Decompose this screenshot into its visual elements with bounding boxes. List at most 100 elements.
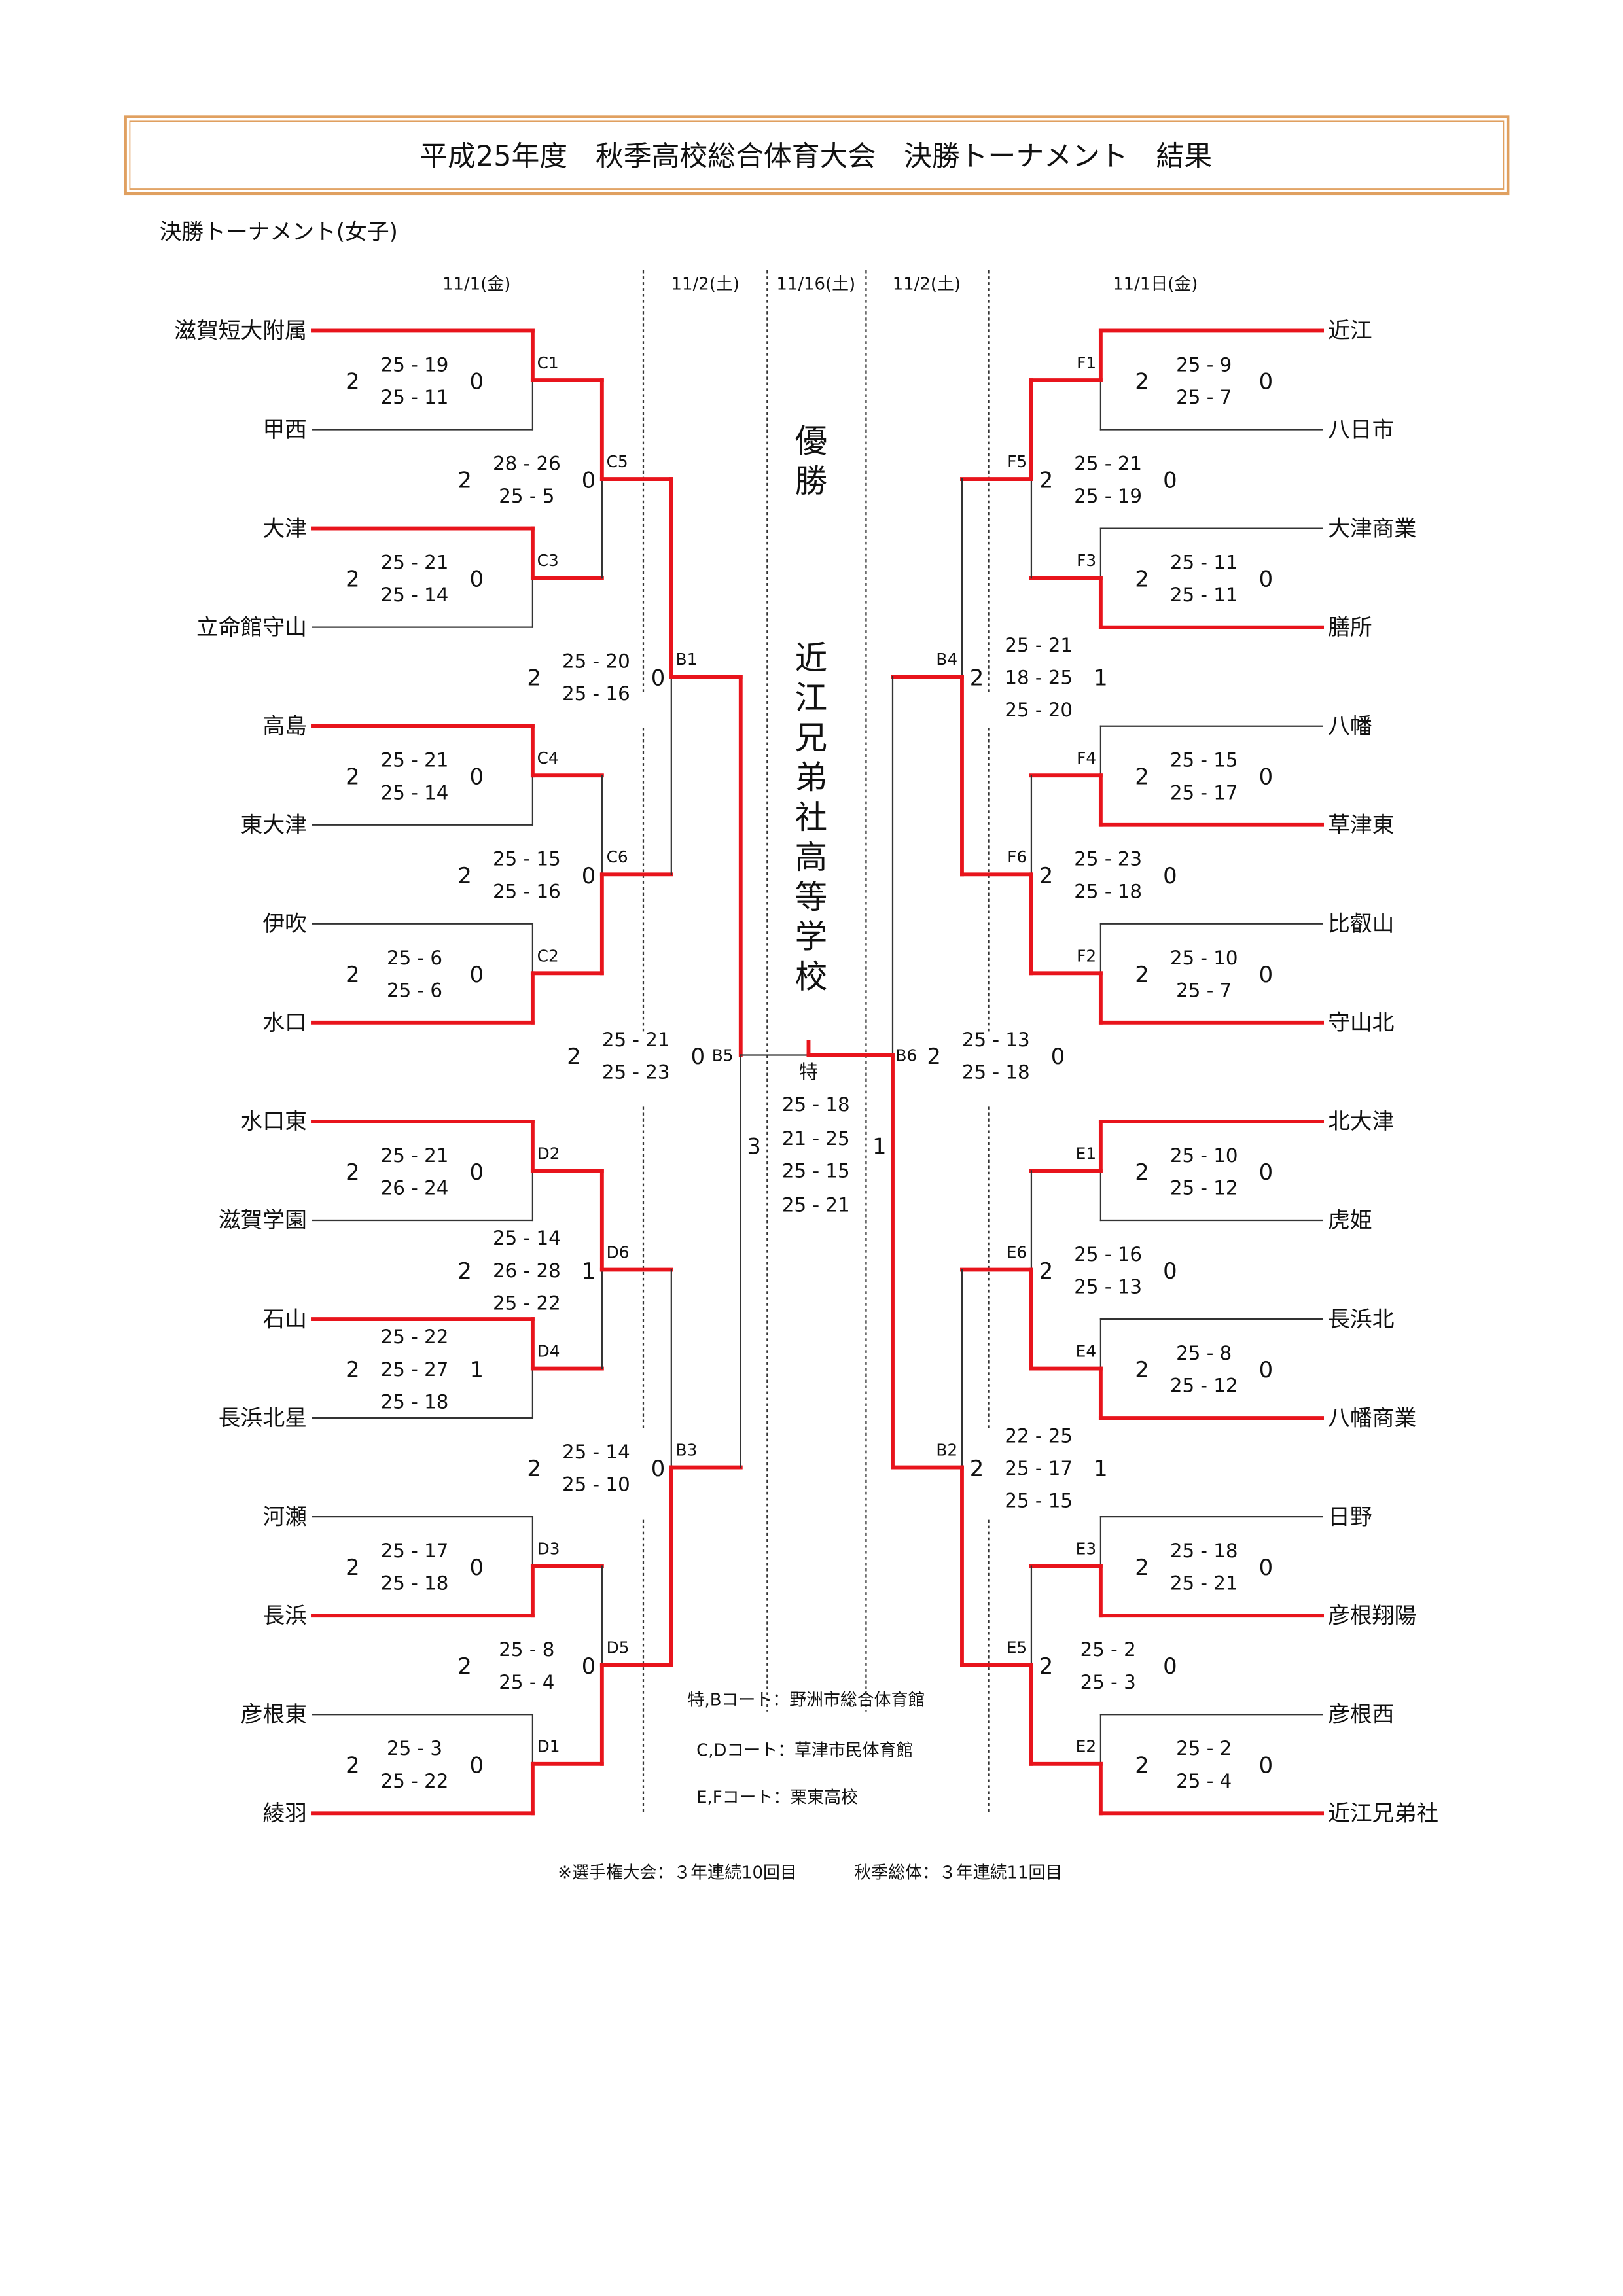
set-score: 25 - 9 <box>1176 353 1232 376</box>
loser-sets: 0 <box>469 1555 484 1580</box>
bracket-subtitle: 決勝トーナメント(女子) <box>159 219 397 245</box>
set-score: 25 - 22 <box>381 1326 449 1348</box>
team-name: 長浜 <box>262 1602 307 1628</box>
match-label: C3 <box>537 551 559 570</box>
bracket: 滋賀短大附属甲西大津立命館守山高島東大津伊吹水口水口東滋賀学園石山長浜北星河瀬長… <box>174 318 1438 1826</box>
winner-sets: 2 <box>527 1456 541 1481</box>
team-name: 比叡山 <box>1328 911 1394 936</box>
set-score: 25 - 21 <box>602 1029 670 1051</box>
set-score: 25 - 7 <box>1176 979 1232 1001</box>
date-header-left-r2: 11/2(土) <box>671 274 740 294</box>
winner-sets: 2 <box>457 1258 472 1284</box>
set-score: 25 - 18 <box>381 1572 449 1595</box>
team-name: 虎姫 <box>1328 1207 1372 1233</box>
team-name: 滋賀短大附属 <box>174 318 307 344</box>
final-score: 25 - 18 <box>782 1093 850 1116</box>
loser-sets: 0 <box>582 1653 596 1679</box>
set-score: 25 - 13 <box>962 1029 1030 1051</box>
final-left-sets: 3 <box>747 1134 761 1159</box>
title-box-inner <box>129 120 1505 190</box>
winner-sets: 2 <box>457 1653 472 1679</box>
final-right-sets: 1 <box>872 1134 887 1159</box>
loser-sets: 0 <box>1163 863 1177 889</box>
loser-sets: 0 <box>1259 567 1274 592</box>
team-name: 長浜北星 <box>219 1405 307 1430</box>
loser-sets: 0 <box>691 1044 705 1069</box>
match-label: D5 <box>607 1638 630 1657</box>
team-name: 滋賀学園 <box>219 1207 307 1233</box>
set-score: 25 - 3 <box>387 1737 442 1759</box>
set-score: 25 - 22 <box>493 1292 561 1314</box>
champion-heading: 優勝 <box>789 424 827 504</box>
winner-sets: 2 <box>346 567 360 592</box>
team-name: 日野 <box>1328 1504 1372 1529</box>
match-label: F2 <box>1077 946 1096 965</box>
match-label: E1 <box>1076 1144 1096 1163</box>
set-score: 25 - 13 <box>1074 1276 1142 1298</box>
winner-sets: 2 <box>1135 1555 1149 1580</box>
team-name: 立命館守山 <box>196 614 307 640</box>
loser-sets: 0 <box>582 468 596 493</box>
match-label: C1 <box>537 353 559 372</box>
team-name: 近江兄弟社 <box>1328 1801 1438 1826</box>
set-score: 25 - 6 <box>387 979 442 1001</box>
set-score: 25 - 21 <box>1005 634 1073 656</box>
team-name: 東大津 <box>241 812 307 838</box>
venue-note: C,Dコート：草津市民体育館 <box>696 1740 913 1760</box>
loser-sets: 0 <box>1259 369 1274 395</box>
set-score: 25 - 18 <box>962 1061 1030 1084</box>
set-score: 25 - 4 <box>499 1671 554 1693</box>
team-name: 河瀬 <box>262 1504 307 1529</box>
loser-sets: 0 <box>1163 468 1177 493</box>
winner-sets: 2 <box>457 863 472 889</box>
winner-sets: 2 <box>346 1357 360 1383</box>
match-label: F4 <box>1077 749 1096 768</box>
match-label: E3 <box>1076 1540 1096 1559</box>
loser-sets: 0 <box>1163 1653 1177 1679</box>
set-score: 25 - 6 <box>387 947 442 969</box>
set-score: 25 - 19 <box>1074 485 1142 507</box>
loser-sets: 0 <box>1259 962 1274 987</box>
set-score: 25 - 16 <box>562 682 630 705</box>
set-score: 25 - 12 <box>1170 1375 1238 1397</box>
set-score: 25 - 10 <box>1170 947 1238 969</box>
match-label: E4 <box>1076 1342 1096 1361</box>
team-name: 八幡商業 <box>1328 1405 1416 1430</box>
set-score: 25 - 17 <box>1170 781 1238 804</box>
match-label: B3 <box>676 1441 698 1460</box>
set-score: 25 - 21 <box>381 749 449 771</box>
set-score: 25 - 14 <box>562 1441 630 1463</box>
set-score: 26 - 24 <box>381 1177 449 1199</box>
winner-sets: 2 <box>1039 1653 1054 1679</box>
final-score: 25 - 15 <box>782 1160 850 1182</box>
page-title: 平成25年度 秋季高校総合体育大会 決勝トーナメント 結果 <box>419 140 1212 173</box>
loser-sets: 1 <box>469 1357 484 1383</box>
loser-sets: 0 <box>469 369 484 395</box>
winner-sets: 2 <box>346 369 360 395</box>
team-name: 水口 <box>262 1010 307 1035</box>
set-score: 25 - 8 <box>499 1638 554 1661</box>
match-label: E5 <box>1007 1638 1027 1657</box>
set-score: 25 - 23 <box>602 1061 670 1084</box>
set-score: 28 - 26 <box>493 453 561 475</box>
team-name: 甲西 <box>262 417 307 442</box>
match-label: B5 <box>712 1046 734 1065</box>
winner-sets: 2 <box>927 1044 941 1069</box>
match-label: B4 <box>936 650 957 669</box>
set-score: 26 - 28 <box>493 1260 561 1282</box>
match-label: B6 <box>896 1046 918 1065</box>
winner-sets: 2 <box>457 468 472 493</box>
set-score: 25 - 5 <box>499 485 554 507</box>
loser-sets: 0 <box>469 1159 484 1185</box>
loser-sets: 0 <box>469 567 484 592</box>
set-score: 25 - 11 <box>1170 552 1238 574</box>
set-score: 22 - 25 <box>1005 1424 1073 1447</box>
set-score: 25 - 14 <box>493 1227 561 1249</box>
final-score: 25 - 21 <box>782 1193 850 1216</box>
set-score: 25 - 11 <box>1170 584 1238 606</box>
set-score: 18 - 25 <box>1005 666 1073 688</box>
winner-sets: 2 <box>970 665 984 691</box>
champion-bg <box>777 398 843 1019</box>
champion-name: 近江兄弟社高等学校 <box>789 641 827 999</box>
team-name: 綾羽 <box>262 1801 307 1826</box>
